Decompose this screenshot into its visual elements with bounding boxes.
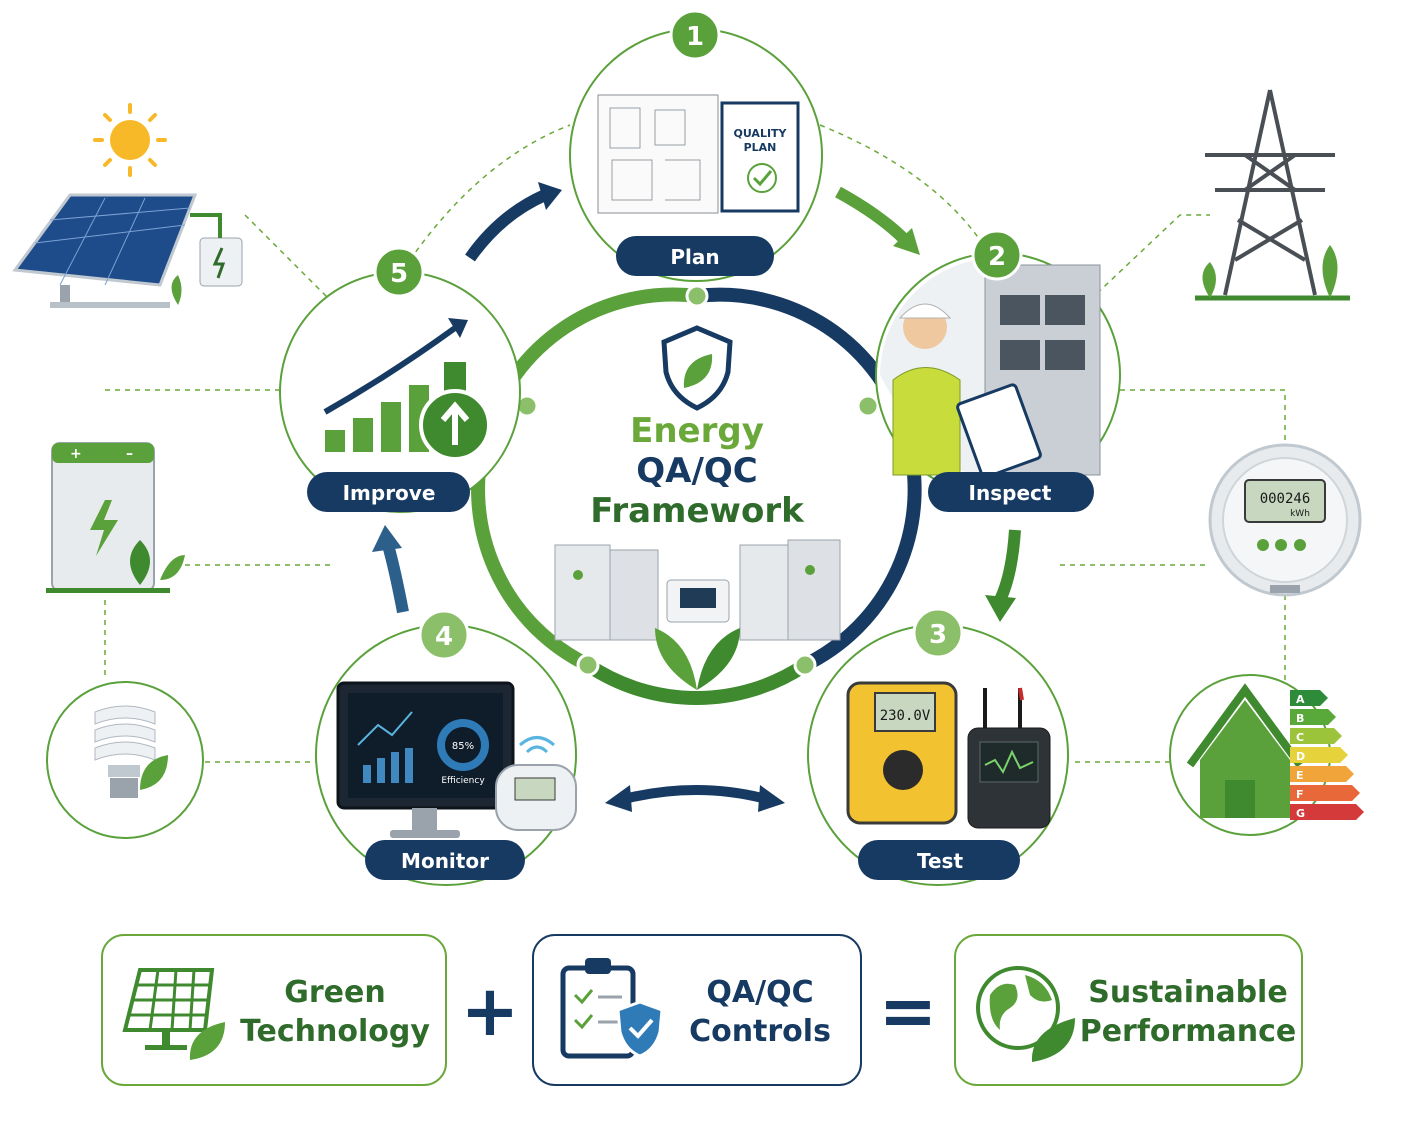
inverter-box	[199, 237, 243, 287]
step-inspect-number-badge	[971, 229, 1023, 281]
step-improve-pill	[307, 472, 470, 512]
rating-d: D	[1296, 750, 1305, 763]
svg-text:–: –	[126, 446, 133, 462]
inspector-vest	[892, 367, 961, 476]
step-inspect-label: Inspect	[969, 481, 1052, 505]
step-improve-number: 5	[390, 259, 408, 289]
step-test-number: 3	[929, 620, 947, 650]
meter-reading: 000246	[1260, 491, 1311, 507]
quality-plan-line1: QUALITY	[733, 127, 787, 140]
eco-bulb-icon	[46, 681, 204, 839]
dashed-connectors	[104, 124, 1286, 763]
monitor-efficiency-label: Efficiency	[441, 776, 485, 786]
rating-c: C	[1296, 731, 1304, 744]
clipboard-shield-icon	[560, 958, 664, 1059]
quality-plan-line2: PLAN	[744, 141, 777, 154]
equation-box-qaqc-controls: QA/QC Controls	[532, 934, 862, 1086]
center-title-line3: Framework	[590, 491, 805, 531]
check-icon	[747, 163, 777, 193]
step-improve-number-badge	[373, 246, 425, 298]
step-monitor-pill	[365, 840, 525, 880]
flow-arrows	[372, 182, 1021, 812]
plus-operator: +	[461, 970, 520, 1052]
rating-a: A	[1296, 693, 1305, 706]
step-monitor: 85% Efficiency Monitor 4	[315, 609, 577, 886]
step-monitor-number-badge	[418, 609, 470, 661]
rating-e: E	[1296, 769, 1304, 782]
sustainable-performance-line1: Sustainable	[1088, 975, 1287, 1010]
solar-panel-small-icon	[122, 968, 225, 1060]
step-test: 230.0V Test 3	[807, 607, 1069, 886]
blueprint-sheet	[597, 94, 719, 214]
step-test-pill	[858, 840, 1020, 880]
green-technology-line1: Green	[284, 975, 385, 1010]
sun-icon	[110, 120, 150, 160]
wifi-icon	[519, 736, 555, 747]
qaqc-controls-line2: Controls	[689, 1014, 831, 1049]
rating-b: B	[1296, 712, 1304, 725]
checklist-clipboard	[956, 383, 1042, 479]
sustainable-performance-line2: Performance	[1080, 1014, 1297, 1049]
equation-box-green-technology: Green Technology	[101, 934, 447, 1086]
step-improve: Improve 5	[279, 246, 521, 513]
step-plan-label: Plan	[670, 245, 719, 269]
quality-plan-document	[720, 101, 800, 213]
green-technology-line2: Technology	[240, 1014, 430, 1049]
battery-icon: + –	[46, 442, 185, 593]
svg-text:+: +	[70, 446, 82, 462]
step-monitor-label: Monitor	[401, 849, 489, 873]
shield-leaf-icon	[661, 325, 733, 411]
qaqc-controls-line1: QA/QC	[706, 975, 813, 1010]
transmission-tower-icon	[1195, 89, 1350, 301]
step-plan: QUALITY PLAN Plan 1	[569, 9, 823, 282]
step-plan-number: 1	[686, 22, 704, 52]
smart-meter-icon: 000246 kWh	[1208, 443, 1362, 597]
growth-bar-chart-icon	[325, 430, 345, 452]
energy-rating-house-icon: A B C D E F G	[1169, 674, 1364, 836]
step-plan-number-badge	[669, 9, 721, 61]
step-inspect: Inspect 2	[875, 229, 1121, 512]
meter-unit: kWh	[1290, 509, 1310, 519]
multimeter-reading: 230.0V	[880, 708, 931, 724]
step-improve-label: Improve	[343, 481, 436, 505]
rating-g: G	[1296, 807, 1305, 820]
step-inspect-number: 2	[988, 242, 1006, 272]
solar-panel-icon	[12, 103, 243, 308]
monitor-percent: 85%	[452, 741, 474, 752]
step-plan-pill	[616, 236, 774, 276]
equation-box-sustainable-performance: Sustainable Performance	[954, 934, 1303, 1086]
hard-hat-icon	[898, 303, 952, 319]
step-test-number-badge	[912, 607, 964, 659]
center-title-line2: QA/QC	[636, 451, 758, 491]
step-test-label: Test	[917, 849, 963, 873]
step-inspect-pill	[928, 472, 1094, 512]
globe-leaf-icon	[976, 966, 1075, 1062]
rating-f: F	[1296, 788, 1304, 801]
energy-rating-scale: A B C D E F G	[1290, 690, 1364, 820]
step-monitor-number: 4	[435, 622, 453, 652]
switchgear-cabinets-icon	[554, 539, 841, 690]
equals-operator: =	[879, 970, 938, 1052]
center-title-line1: Energy	[630, 411, 764, 451]
